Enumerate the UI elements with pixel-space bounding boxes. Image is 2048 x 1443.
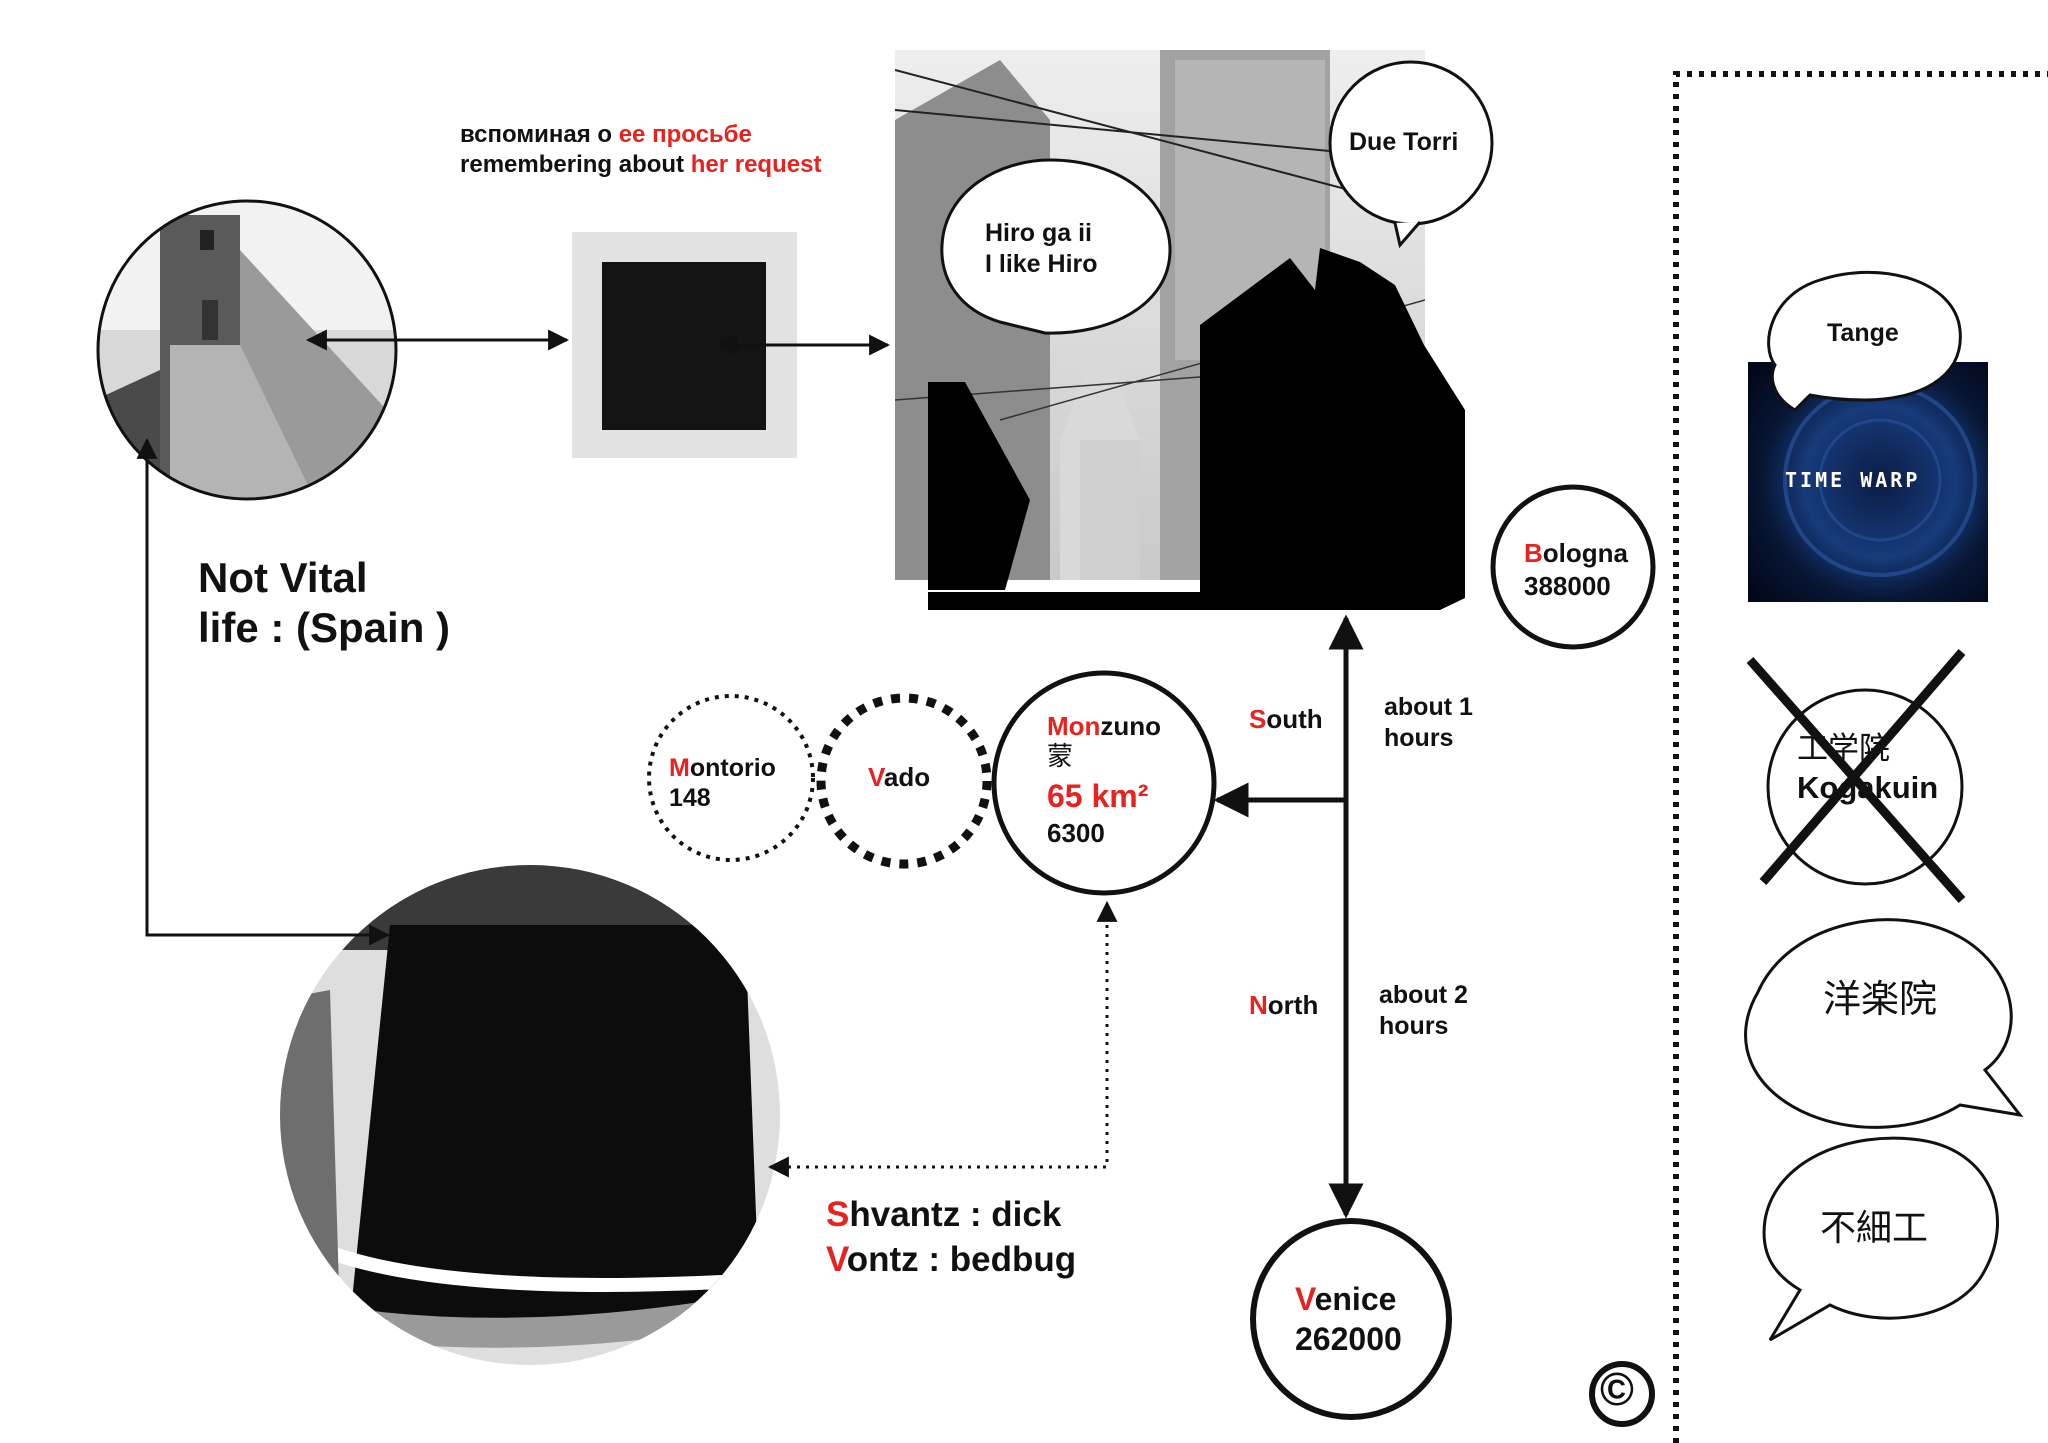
caption-en: remembering about her request — [460, 150, 821, 180]
time-warp-wordmark: TIME WARP — [1785, 468, 1921, 492]
hiro-bubble-text: Hiro ga ii I like Hiro — [985, 218, 1098, 281]
kogakuin-roman: Kogakuin — [1797, 769, 1939, 805]
vado-label: Vado — [868, 761, 930, 794]
north-rest: orth — [1267, 990, 1319, 1020]
due-torri-label: Due Torri — [1349, 128, 1459, 156]
caption-ru-highlight: ее просьбе — [618, 121, 752, 148]
tower-photo — [96, 199, 398, 501]
glossary-vontz: Vontz : bedbug — [826, 1238, 1076, 1283]
caption-en-prefix: remembering about — [460, 151, 691, 178]
venice-circle — [1250, 1218, 1452, 1420]
montorio-circle — [647, 694, 815, 862]
yogakuin-bubble-shape — [1744, 918, 2024, 1129]
copyright-icon: © — [1600, 1363, 1634, 1415]
south-time-line-2: hours — [1384, 724, 1454, 753]
cube-photo — [280, 865, 780, 1365]
monzuno-kanji: 蒙 — [1047, 740, 1074, 771]
busaiku-label: 不細工 — [1820, 1207, 1929, 1248]
venice-population: 262000 — [1295, 1321, 1402, 1357]
caption-ru-prefix: вспоминая о — [460, 121, 619, 148]
monzuno-name: Monzuno — [1047, 711, 1162, 742]
due-torri-bubble-tail — [1393, 221, 1422, 249]
kogakuin-text: 工学院 Kogakuin — [1797, 730, 1938, 808]
vado-circle — [816, 693, 992, 869]
glossary: Shvantz : dick Vontz : bedbug — [826, 1193, 1076, 1283]
tange-label: Tange — [1827, 319, 1899, 347]
vontz-initial: V — [826, 1239, 847, 1279]
dotted-divider — [1673, 71, 2048, 1443]
bologna-initial: B — [1524, 538, 1543, 568]
cube-monzuno-dotted-arrow — [767, 900, 1118, 1178]
hiro-bubble-shape — [940, 158, 1172, 335]
south-rest: outh — [1266, 704, 1323, 734]
caption-en-highlight: her request — [690, 151, 822, 178]
monzuno-label: Monzuno 蒙 65 km² 6300 — [1047, 711, 1162, 848]
north-label: North — [1249, 989, 1318, 1022]
not-vital-line-1: Not Vital — [198, 554, 368, 601]
bologna-name: Bologna — [1524, 537, 1628, 570]
vado-rest: ado — [883, 762, 931, 792]
north-time-line-2: hours — [1379, 1012, 1449, 1041]
bologna-label: Bologna 388000 — [1524, 537, 1628, 602]
hiro-line-2: I like Hiro — [985, 250, 1098, 279]
north-initial: N — [1249, 990, 1268, 1020]
north-time: about 2 hours — [1379, 980, 1468, 1043]
montorio-rest: ontorio — [689, 754, 776, 782]
montorio-initial: M — [669, 754, 690, 782]
south-time: about 1 hours — [1384, 692, 1473, 755]
not-vital-label: Not Vital life : (Spain ) — [198, 553, 450, 654]
montorio-name: Montorio — [669, 753, 776, 783]
bologna-rest: ologna — [1542, 538, 1628, 568]
shvantz-initial: S — [826, 1195, 850, 1234]
vado-initial: V — [868, 762, 884, 792]
south-label: South — [1249, 703, 1323, 736]
tange-bubble-shape — [1767, 270, 1962, 412]
venice-label: Venice 262000 — [1295, 1279, 1402, 1359]
not-vital-line-2: life : (Spain ) — [198, 604, 450, 652]
busaiku-bubble-shape — [1762, 1136, 1999, 1342]
venice-initial: V — [1295, 1281, 1315, 1317]
glossary-shvantz: Shvantz : dick — [826, 1193, 1076, 1238]
north-time-line-1: about 2 — [1379, 981, 1468, 1009]
yogakuin-label: 洋楽院 — [1823, 979, 1938, 1021]
south-time-line-1: about 1 — [1384, 693, 1473, 721]
south-initial: S — [1249, 704, 1267, 734]
monzuno-rest: zuno — [1100, 711, 1162, 741]
vontz-rest: ontz : bedbug — [846, 1239, 1077, 1279]
montorio-label: Montorio 148 — [669, 753, 776, 813]
caption-ru: вспоминая о ее просьбе — [460, 120, 821, 150]
venice-rest: enice — [1314, 1281, 1397, 1317]
kogakuin-crossed-circle — [1746, 649, 1966, 903]
monzuno-population: 6300 — [1047, 817, 1105, 848]
montorio-population: 148 — [669, 784, 711, 812]
kogakuin-kanji: 工学院 — [1797, 731, 1890, 766]
bologna-population: 388000 — [1524, 570, 1611, 601]
monzuno-initial: Mon — [1047, 711, 1101, 741]
copyright-ring — [1589, 1361, 1655, 1427]
hiro-line-1: Hiro ga ii — [985, 219, 1092, 247]
caption: вспоминая о ее просьбе remembering about… — [460, 120, 821, 180]
tower-cube-arrow — [136, 437, 391, 946]
shvantz-rest: hvantz : dick — [849, 1195, 1062, 1234]
venice-name: Venice — [1295, 1279, 1402, 1319]
monzuno-area: 65 km² — [1047, 777, 1149, 814]
bologna-circle — [1490, 484, 1656, 650]
